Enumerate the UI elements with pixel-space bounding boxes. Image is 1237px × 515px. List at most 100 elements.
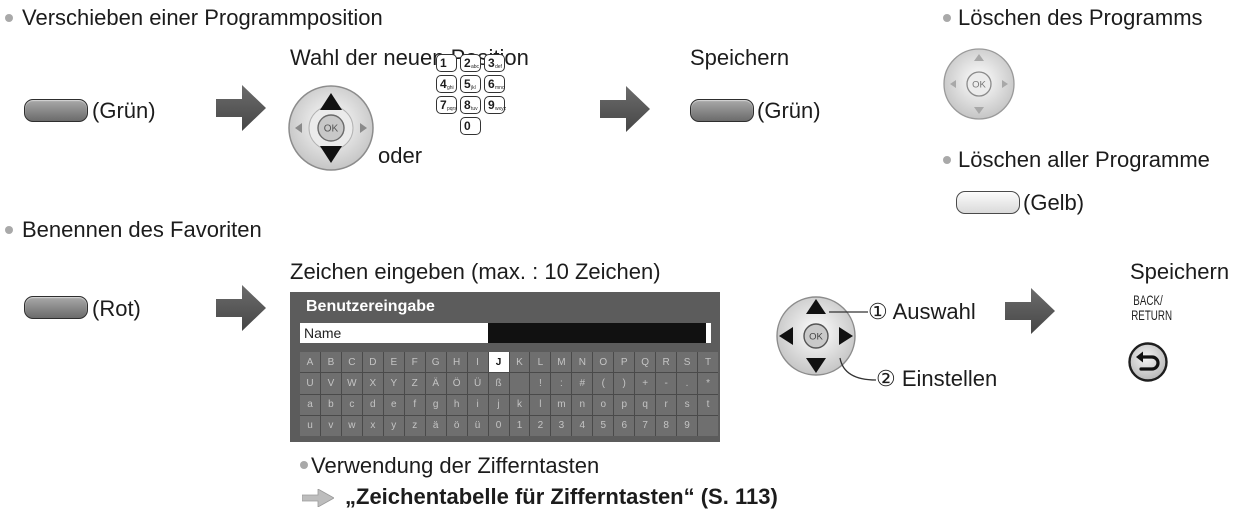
keyboard-key[interactable]: x [362, 415, 383, 436]
reference-link[interactable]: „Zeichentabelle für Zifferntasten“ (S. 1… [345, 484, 778, 509]
right-arrow-icon[interactable] [839, 327, 853, 345]
dpad-icon[interactable]: OK [775, 294, 857, 378]
right-arrow-icon[interactable] [1002, 80, 1008, 88]
keyboard-key[interactable]: B [320, 352, 341, 373]
number-key-0[interactable]: 0 [460, 117, 481, 135]
up-arrow-icon[interactable] [974, 54, 984, 61]
down-arrow-icon[interactable] [806, 358, 826, 373]
down-arrow-icon[interactable] [320, 146, 342, 163]
keyboard-key[interactable]: G [425, 352, 446, 373]
keyboard-key[interactable]: p [614, 394, 635, 415]
keyboard-key[interactable]: U [300, 373, 320, 394]
keyboard-key[interactable]: P [614, 352, 635, 373]
keyboard-key[interactable]: + [635, 373, 656, 394]
keyboard-key[interactable]: O [593, 352, 614, 373]
keyboard-key[interactable]: 1 [509, 415, 530, 436]
keyboard-key[interactable]: v [320, 415, 341, 436]
keyboard-key[interactable]: ) [614, 373, 635, 394]
keyboard-key[interactable]: Ö [446, 373, 467, 394]
keyboard-key[interactable]: Z [404, 373, 425, 394]
up-arrow-icon[interactable] [806, 299, 826, 314]
keyboard-key[interactable]: 4 [572, 415, 593, 436]
green-button[interactable] [24, 99, 88, 122]
keyboard-key[interactable]: n [572, 394, 593, 415]
keyboard-key[interactable]: j [488, 394, 509, 415]
keyboard-key[interactable]: i [467, 394, 488, 415]
keyboard-key[interactable]: T [698, 352, 718, 373]
keyboard-key[interactable]: 6 [614, 415, 635, 436]
keyboard-key[interactable]: Y [383, 373, 404, 394]
yellow-button[interactable] [956, 191, 1020, 214]
dpad-icon[interactable]: OK [286, 83, 376, 173]
keyboard-key[interactable]: # [572, 373, 593, 394]
keyboard-key[interactable]: t [698, 394, 718, 415]
name-field[interactable]: Name [300, 323, 711, 343]
keyboard-key[interactable]: 9 [677, 415, 698, 436]
keyboard-key-selected[interactable]: J [488, 352, 509, 373]
keyboard-key[interactable]: : [551, 373, 572, 394]
keyboard-key[interactable]: 3 [551, 415, 572, 436]
left-arrow-icon[interactable] [779, 327, 793, 345]
keyboard-key[interactable]: Ä [425, 373, 446, 394]
keyboard-key[interactable]: R [656, 352, 677, 373]
keyboard-key[interactable]: 8 [656, 415, 677, 436]
keyboard-key[interactable]: 0 [488, 415, 509, 436]
keyboard-key[interactable]: C [341, 352, 362, 373]
keyboard-key[interactable]: V [320, 373, 341, 394]
keyboard-key[interactable]: w [341, 415, 362, 436]
keyboard-key[interactable]: d [362, 394, 383, 415]
keyboard-key[interactable]: ä [425, 415, 446, 436]
keyboard-key[interactable]: D [362, 352, 383, 373]
keyboard-key[interactable]: * [698, 373, 718, 394]
keyboard-key[interactable]: ö [446, 415, 467, 436]
ok-button[interactable]: OK [317, 114, 345, 142]
keyboard-key[interactable]: l [530, 394, 551, 415]
number-key-1[interactable]: 1 [436, 54, 457, 72]
keyboard-key[interactable]: ß [488, 373, 509, 394]
keyboard-key[interactable]: q [635, 394, 656, 415]
green-save-button[interactable] [690, 99, 754, 122]
red-button[interactable] [24, 296, 88, 319]
keyboard-key[interactable]: c [341, 394, 362, 415]
keyboard-key[interactable]: y [383, 415, 404, 436]
keyboard-key[interactable]: ü [467, 415, 488, 436]
keyboard-key[interactable]: ! [530, 373, 551, 394]
keyboard-key[interactable]: L [530, 352, 551, 373]
keyboard-key[interactable]: f [404, 394, 425, 415]
keyboard-key[interactable]: h [446, 394, 467, 415]
keyboard-key[interactable]: k [509, 394, 530, 415]
keyboard-key[interactable] [509, 373, 530, 394]
keyboard-key[interactable]: I [467, 352, 488, 373]
keyboard-key[interactable]: b [320, 394, 341, 415]
keyboard-key[interactable]: - [656, 373, 677, 394]
keyboard-key[interactable]: 5 [593, 415, 614, 436]
up-arrow-icon[interactable] [320, 93, 342, 110]
keyboard-key[interactable]: F [404, 352, 425, 373]
left-arrow-icon[interactable] [950, 80, 956, 88]
keyboard-key[interactable]: X [362, 373, 383, 394]
keyboard-key[interactable]: A [300, 352, 320, 373]
keyboard-key[interactable]: N [572, 352, 593, 373]
keyboard-key[interactable]: r [656, 394, 677, 415]
keyboard-key[interactable]: ( [593, 373, 614, 394]
keyboard-key[interactable]: m [551, 394, 572, 415]
keyboard-key[interactable]: e [383, 394, 404, 415]
keyboard-key[interactable]: S [677, 352, 698, 373]
back-return-button[interactable] [1127, 341, 1169, 383]
keyboard-key[interactable] [698, 415, 718, 436]
down-arrow-icon[interactable] [974, 107, 984, 114]
keyboard-key[interactable]: o [593, 394, 614, 415]
right-arrow-icon[interactable] [360, 123, 367, 133]
ok-button[interactable]: OK [803, 323, 829, 349]
keyboard-key[interactable]: M [551, 352, 572, 373]
keyboard-key[interactable]: Q [635, 352, 656, 373]
keyboard-key[interactable]: z [404, 415, 425, 436]
left-arrow-icon[interactable] [295, 123, 302, 133]
keyboard-key[interactable]: Ü [467, 373, 488, 394]
keyboard-key[interactable]: W [341, 373, 362, 394]
